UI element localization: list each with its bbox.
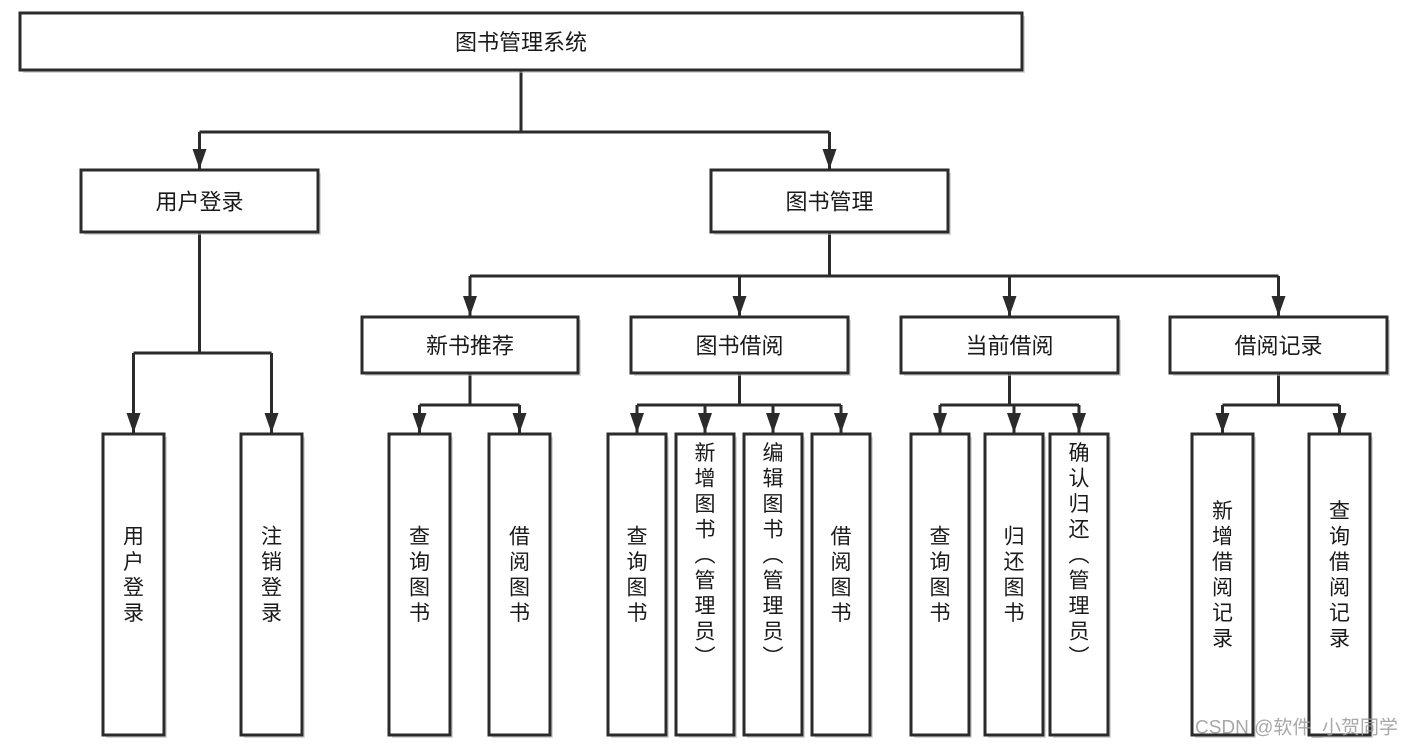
node-submodule-borrow-record[interactable]: 借阅记录	[1168, 315, 1390, 376]
edge-arrowhead	[1007, 413, 1021, 433]
edge-arrowhead	[126, 413, 141, 433]
edge-group-borrow-record	[1215, 373, 1347, 433]
node-label: 新增借阅记录	[1212, 500, 1233, 651]
node-submodule-new-book-recommend[interactable]: 新书推荐	[360, 315, 581, 376]
edge-arrowhead	[1072, 413, 1086, 433]
node-label: 图书管理系统	[455, 30, 587, 55]
node-label: 确认归还︵管理员︶	[1069, 442, 1090, 669]
node-label: 用户登录	[123, 526, 144, 626]
node-function-leaf-confirm-return[interactable]: 确认归还︵管理员︶	[1048, 432, 1111, 738]
edge-arrowhead	[732, 296, 747, 316]
node-root-system[interactable]: 图书管理系统	[18, 11, 1025, 73]
node-label: 查询图书	[930, 526, 951, 626]
edge-group-current-borrow	[933, 373, 1086, 433]
node-label: 注销登录	[261, 526, 282, 626]
edge-arrowhead	[822, 149, 837, 169]
node-label: 用户登录	[155, 190, 243, 215]
node-function-leaf-logout-login[interactable]: 注销登录	[239, 432, 305, 738]
edge-arrowhead	[766, 413, 780, 433]
node-function-leaf-return-book[interactable]: 归还图书	[983, 432, 1046, 738]
edge-group-book-borrow	[630, 373, 848, 433]
node-label: 编辑图书︵管理员︶	[763, 442, 784, 669]
edges-layer	[126, 70, 1347, 433]
edge-arrowhead	[192, 149, 207, 169]
edge-arrowhead	[1215, 413, 1230, 433]
node-function-leaf-query-book-1[interactable]: 查询图书	[387, 432, 453, 738]
node-label: 图书管理	[785, 190, 873, 215]
nodes-layer: 图书管理系统用户登录图书管理新书推荐图书借阅当前借阅借阅记录用户登录注销登录查询…	[18, 11, 1390, 738]
edge-arrowhead	[264, 413, 279, 433]
node-label: 查询图书	[409, 526, 430, 626]
node-function-leaf-query-borrow-record[interactable]: 查询借阅记录	[1307, 432, 1373, 738]
node-label: 新书推荐	[426, 334, 514, 359]
node-label: 借阅图书	[831, 526, 852, 626]
node-label: 查询图书	[627, 526, 648, 626]
node-function-leaf-user-login[interactable]: 用户登录	[101, 432, 167, 738]
node-function-leaf-borrow-book-2[interactable]: 借阅图书	[810, 432, 873, 738]
edge-arrowhead	[698, 413, 712, 433]
edge-arrowhead	[512, 413, 527, 433]
node-module-book-manage[interactable]: 图书管理	[709, 168, 951, 235]
watermark-text: CSDN @软件_小贺同学	[1195, 717, 1398, 739]
node-module-user-login[interactable]: 用户登录	[79, 168, 321, 235]
node-submodule-current-borrow[interactable]: 当前借阅	[899, 315, 1121, 376]
node-function-leaf-add-borrow-record[interactable]: 新增借阅记录	[1190, 432, 1256, 738]
node-function-leaf-query-book-3[interactable]: 查询图书	[909, 432, 972, 738]
node-label: 图书借阅	[695, 334, 783, 359]
edge-arrowhead	[412, 413, 427, 433]
node-function-leaf-edit-book[interactable]: 编辑图书︵管理员︶	[742, 432, 805, 738]
node-function-leaf-add-book[interactable]: 新增图书︵管理员︶	[674, 432, 737, 738]
node-label: 查询借阅记录	[1329, 500, 1350, 651]
edge-arrowhead	[1002, 296, 1017, 316]
node-label: 借阅图书	[509, 526, 530, 626]
edge-group-book-manage	[463, 232, 1286, 316]
node-label: 新增图书︵管理员︶	[695, 442, 716, 669]
node-submodule-book-borrow[interactable]: 图书借阅	[629, 315, 851, 376]
node-function-leaf-borrow-book-1[interactable]: 借阅图书	[487, 432, 553, 738]
edge-group-user-login	[126, 232, 279, 433]
edge-arrowhead	[1271, 296, 1286, 316]
node-function-leaf-query-book-2[interactable]: 查询图书	[606, 432, 669, 738]
node-label: 借阅记录	[1234, 334, 1322, 359]
edge-arrowhead	[933, 413, 947, 433]
edge-arrowhead	[630, 413, 644, 433]
edge-group-new-book-recommend	[412, 373, 527, 433]
node-label: 归还图书	[1004, 526, 1025, 626]
edge-arrowhead	[463, 296, 477, 316]
edge-arrowhead	[1332, 413, 1347, 433]
node-label: 当前借阅	[965, 334, 1053, 359]
edge-group-root	[192, 70, 837, 169]
edge-arrowhead	[834, 413, 848, 433]
